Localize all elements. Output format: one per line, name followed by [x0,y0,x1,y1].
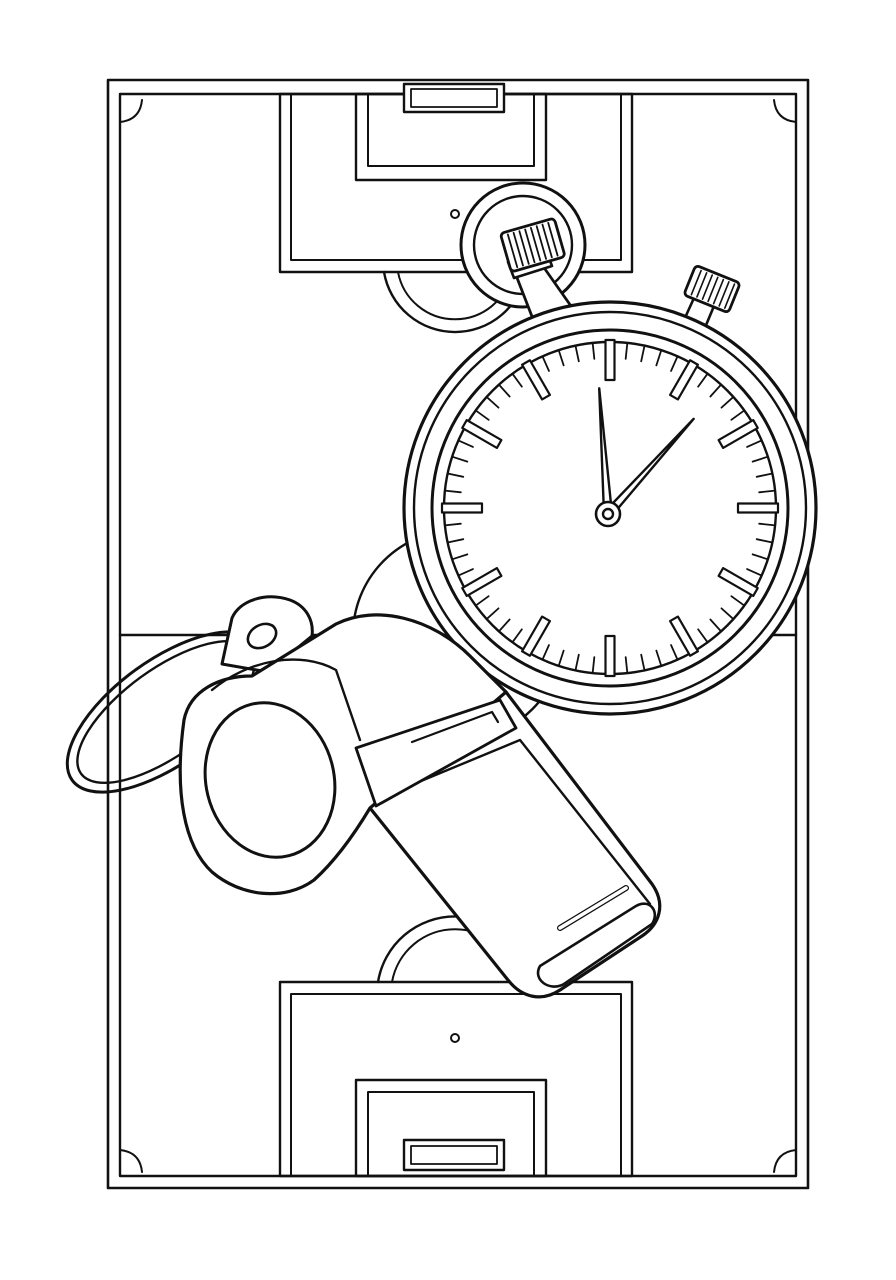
dial-minor-tick [444,522,462,527]
dial-minor-tick [709,618,722,633]
dial-minor-tick [511,372,523,388]
dial-minor-tick [720,607,735,620]
dial-minor-tick [640,344,646,363]
dial-major-tick [461,419,503,449]
dial-minor-tick [451,553,469,561]
dial-minor-tick [751,553,769,561]
dial-minor-tick [697,372,709,388]
dial-minor-tick [541,644,550,661]
dial-major-tick [604,634,616,678]
field-outer-border [106,78,810,1190]
dial-minor-tick [557,649,565,667]
dial-minor-tick [746,568,763,577]
whistle [65,595,662,999]
hand-pivot [594,500,622,528]
side-button-icon [683,264,741,314]
corner-arc-bottom-left [119,1149,143,1173]
dial-minor-tick [709,383,722,398]
dial-minor-tick [557,349,565,367]
dial-minor-tick [485,396,500,409]
whistle-sound-hole [203,701,337,859]
dial-minor-tick [485,607,500,620]
dial-minor-tick [591,656,596,674]
dial-major-tick [669,615,699,657]
bottom-goal-area-inner [367,1091,535,1177]
dial-minor-tick [746,439,763,448]
bottom-penalty-spot [450,1033,460,1043]
dial-minor-tick [640,653,646,672]
dial-minor-tick [574,653,580,672]
dial-minor-tick [446,472,465,478]
bottom-goal [402,1138,506,1172]
dial-major-tick [604,338,616,382]
dial-minor-tick [670,644,679,661]
corner-arc-top-left [119,99,143,123]
dial-minor-tick [655,649,663,667]
hand-pivot-cap [601,507,615,521]
bottom-goal-net [410,1145,498,1165]
whistle-vent-bevel [410,710,500,744]
dial-ticks [440,338,780,678]
dial-minor-tick [474,595,490,607]
stopwatch-bezel [430,328,790,688]
dial-minor-tick [624,656,629,674]
dial-major-tick [461,567,503,597]
whistle-lanyard-hole [246,622,278,650]
whistle-barrel-top-edge [210,658,362,742]
crown-button-icon [499,217,566,273]
dial-minor-tick [655,349,663,367]
dial-minor-tick [755,472,774,478]
dial-minor-tick [624,342,629,360]
dial-minor-tick [720,396,735,409]
soccer-field [106,78,810,1190]
whistle-air-slot-inner [558,886,628,930]
dial-major-tick [521,615,551,657]
stopwatch-case-ring [412,310,808,706]
dial-minor-tick [697,628,709,644]
dial-major-tick [521,359,551,401]
dial-minor-tick [751,455,769,463]
dial-minor-tick [444,489,462,494]
dial-minor-tick [574,344,580,363]
dial-minor-tick [730,409,746,421]
dial-minor-tick [474,409,490,421]
dial-minor-tick [451,455,469,463]
dial-major-tick [717,419,759,449]
dial-major-tick [440,502,484,514]
dial-minor-tick [670,355,679,372]
dial-minor-tick [730,595,746,607]
dial-minor-tick [511,628,523,644]
whistle-vent-band [354,698,518,808]
dial-minor-tick [758,489,776,494]
corner-arc-top-right [773,99,797,123]
dial-minor-tick [755,538,774,544]
dial-major-tick [717,567,759,597]
dial-minor-tick [591,342,596,360]
dial-minor-tick [446,538,465,544]
whistle-mouthpiece-lip [536,902,657,988]
dial-major-tick [736,502,780,514]
dial-minor-tick [498,618,511,633]
dial-minor-tick [457,439,474,448]
top-penalty-spot [450,209,460,219]
stopwatch [402,181,818,716]
dial-minor-tick [758,522,776,527]
top-goal-net [410,88,498,108]
dial-minor-tick [498,383,511,398]
dial-minor-tick [457,568,474,577]
dial-major-tick [669,359,699,401]
dial-minor-tick [541,355,550,372]
corner-arc-bottom-right [773,1149,797,1173]
